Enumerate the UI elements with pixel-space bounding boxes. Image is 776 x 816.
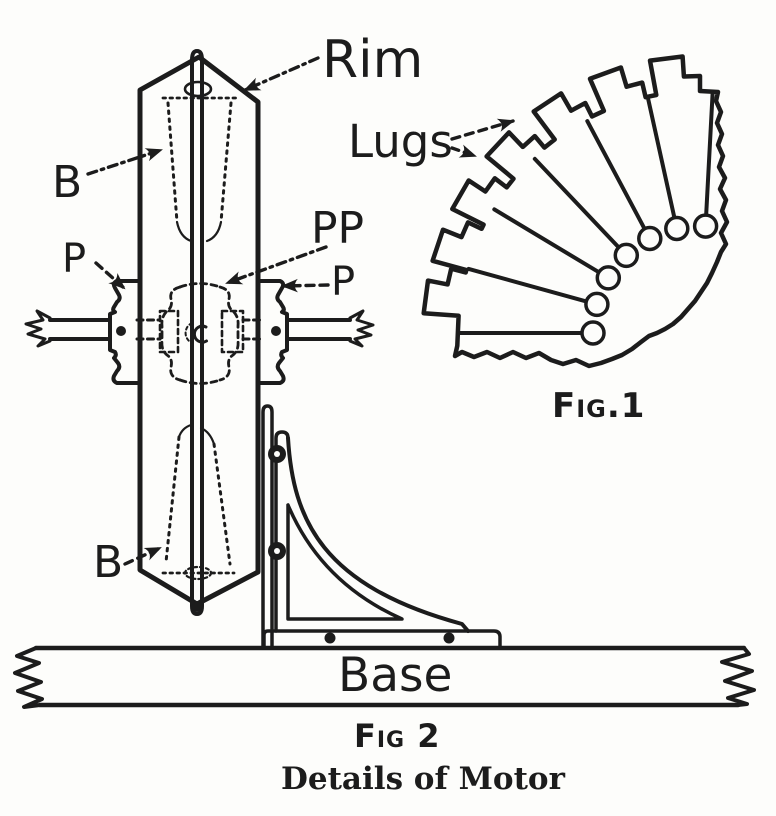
bracket-screw-lower-hole bbox=[274, 548, 280, 554]
spoke-hook-bottom-left bbox=[177, 423, 193, 439]
leader-arrows bbox=[86, 56, 515, 566]
disc-bottom-cap bbox=[192, 602, 202, 612]
bracket-screw-upper-hole bbox=[274, 451, 280, 457]
base-torn-right bbox=[720, 646, 756, 707]
figure-2-motor-side-view bbox=[13, 49, 756, 709]
lug-hole bbox=[584, 291, 610, 318]
lug-hole bbox=[637, 225, 663, 252]
hub-center-curl bbox=[192, 324, 208, 344]
pulley-right-setscrew bbox=[271, 326, 281, 336]
rim-arrow bbox=[243, 56, 320, 92]
lug-hole bbox=[692, 213, 719, 239]
caption-main: Details of Motor bbox=[281, 761, 566, 797]
label-pulley-center: PP bbox=[311, 203, 364, 254]
bottom-lug-ellipse bbox=[183, 565, 213, 581]
pulley-right-arrow bbox=[280, 278, 330, 293]
labels: Rim Lugs B PP P P B Base Fig.1 Fig 2 Det… bbox=[52, 30, 645, 797]
pulley-center-dashed bbox=[160, 282, 240, 385]
spoke-dotted-bottom-left bbox=[164, 435, 181, 564]
upright-board bbox=[261, 404, 274, 650]
bracket-outer-curve bbox=[286, 436, 470, 633]
label-bearing-top: B bbox=[52, 157, 82, 208]
caption-fig1: Fig.1 bbox=[552, 386, 645, 426]
pulley-left-arrow bbox=[94, 261, 126, 290]
lug-strip bbox=[466, 266, 588, 304]
lug-strip bbox=[585, 119, 647, 230]
bracket-foot bbox=[262, 629, 502, 648]
label-base: Base bbox=[338, 648, 452, 703]
spoke-dotted-bottom-right bbox=[212, 442, 232, 566]
label-rim: Rim bbox=[322, 30, 423, 90]
lug-strip bbox=[704, 91, 715, 217]
spoke-hook-bottom-right bbox=[199, 426, 216, 446]
spoke-dotted-top-left bbox=[166, 101, 179, 224]
spoke-dotted-top-right bbox=[219, 101, 233, 224]
caption-fig2: Fig 2 bbox=[354, 717, 441, 755]
lug-strips-and-holes bbox=[458, 91, 719, 346]
shaft-right-break bbox=[348, 309, 375, 348]
hub-sleeve-left bbox=[158, 309, 180, 354]
pulley-right bbox=[256, 279, 289, 385]
lug-fan-outline bbox=[421, 54, 730, 369]
label-pulley-left: P bbox=[62, 236, 86, 282]
lug-hole bbox=[595, 265, 622, 291]
pulley-left-setscrew bbox=[116, 326, 126, 336]
lug-strip bbox=[532, 156, 621, 249]
lugs-upper-arrow bbox=[450, 118, 515, 141]
lug-hole bbox=[613, 242, 640, 269]
shaft-left bbox=[48, 318, 112, 341]
bracket-leg bbox=[274, 430, 290, 633]
base-torn-left bbox=[13, 646, 44, 709]
pulley-center-arrow bbox=[225, 245, 328, 285]
shaft-hidden-dashes bbox=[135, 318, 264, 341]
wheel-rim-edge bbox=[137, 54, 261, 607]
top-lug-ellipse bbox=[183, 80, 213, 98]
wheel-disc-edge bbox=[190, 49, 204, 616]
figure-1-lug-fan bbox=[421, 54, 730, 369]
label-bearing-bottom: B bbox=[93, 537, 123, 588]
lug-hole bbox=[580, 320, 606, 346]
bracket-cutout-triangle bbox=[286, 503, 404, 621]
bracket-foot-screw-left bbox=[324, 632, 336, 644]
bearing-top-arrow bbox=[86, 148, 163, 176]
label-lugs: Lugs bbox=[348, 115, 453, 168]
bracket-foot-screw-right bbox=[443, 632, 455, 644]
pulley-left bbox=[108, 279, 142, 385]
shaft-right bbox=[285, 318, 352, 341]
lugs-lower-arrow bbox=[450, 144, 477, 158]
shaft-left-break bbox=[24, 309, 52, 348]
label-pulley-right: P bbox=[331, 259, 355, 305]
bearing-bottom-arrow bbox=[123, 546, 162, 566]
spoke-hook-top-right bbox=[205, 220, 223, 243]
lug-strip bbox=[492, 207, 600, 274]
hub-sleeve-right bbox=[220, 309, 245, 354]
lug-hole bbox=[664, 215, 690, 242]
lug-strip bbox=[646, 96, 677, 219]
spoke-hook-top-left bbox=[175, 220, 193, 243]
